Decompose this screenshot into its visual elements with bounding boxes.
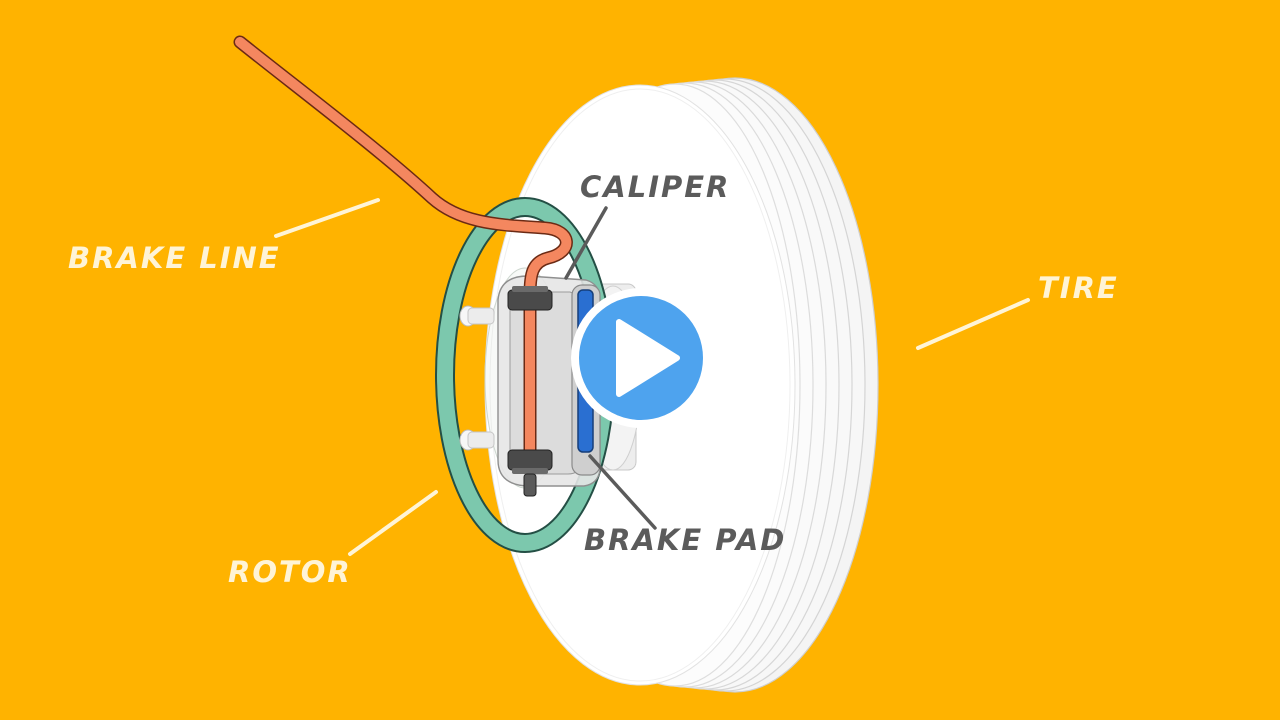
tire-label: TIRE (1038, 271, 1119, 305)
labels: BRAKE LINE CALIPER TIRE ROTOR BRAKE PAD (68, 170, 1119, 589)
rotor-label: ROTOR (228, 555, 352, 589)
caliper-leader (564, 206, 608, 280)
rotor-leader (348, 490, 438, 556)
play-button[interactable] (571, 288, 711, 428)
tire-leader (916, 298, 1030, 350)
brake-line (233, 35, 573, 497)
brake-pad-leader (588, 454, 657, 530)
brake-line-label: BRAKE LINE (68, 241, 281, 275)
play-icon (616, 319, 680, 397)
brake-line-leader (274, 198, 380, 238)
leader-lines (274, 198, 1030, 556)
caliper-label: CALIPER (580, 170, 730, 204)
brake-pad-label: BRAKE PAD (584, 523, 786, 557)
